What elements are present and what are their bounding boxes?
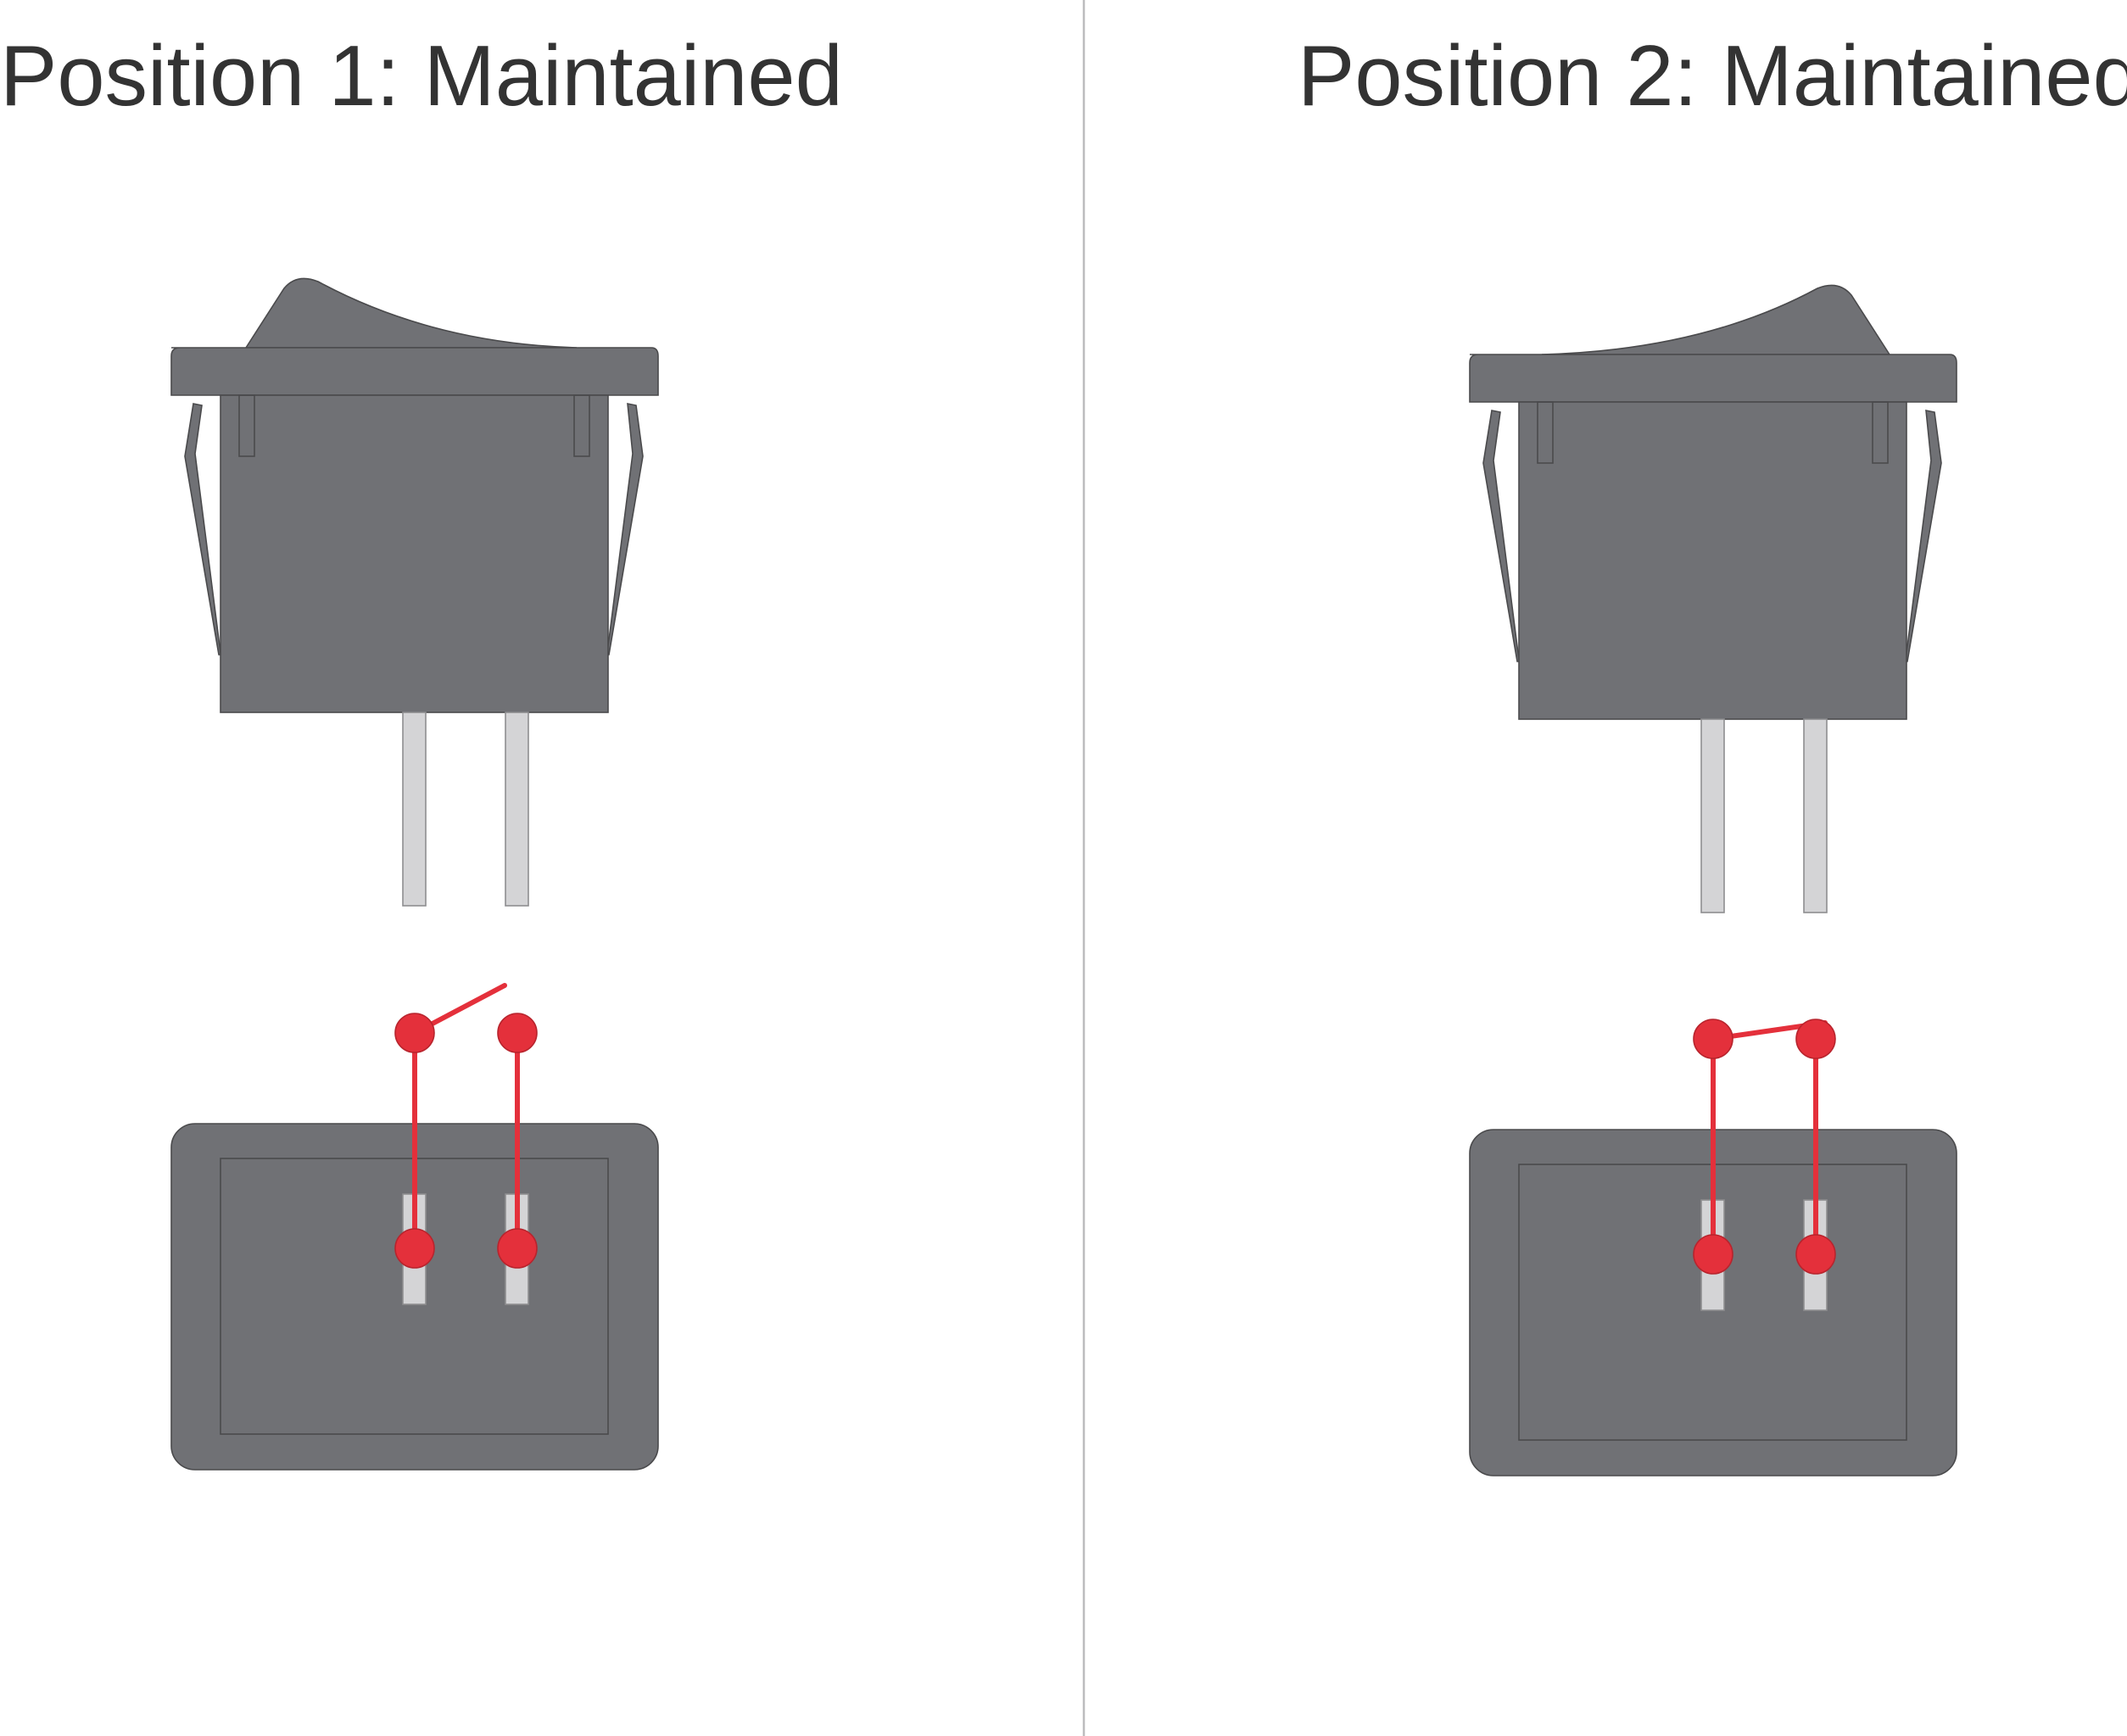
switch-side-view-1: [170, 277, 659, 907]
right-snap-clip: [604, 403, 644, 656]
rocker-actuator: [1541, 284, 1891, 355]
contact-node-bottom-2: [1795, 1234, 1836, 1275]
panel-1-title: Position 1: Maintained: [0, 29, 843, 124]
panel-2-title: Position 2: Maintained: [1298, 29, 2127, 124]
rocker-actuator: [244, 277, 578, 349]
panel-position-2: Position 2: Maintained: [1298, 29, 2127, 1476]
contact-node-bottom-2: [497, 1228, 538, 1269]
contact-node-top-2: [497, 1013, 538, 1053]
circuit-schematic-2: [1693, 1019, 1836, 1275]
circuit-schematic-1: [394, 983, 538, 1269]
bezel-flange: [1469, 354, 1957, 403]
contact-node-top-1: [1693, 1019, 1733, 1059]
switch-housing: [1518, 401, 1907, 720]
contact-node-bottom-1: [1693, 1234, 1733, 1275]
housing-notch-right: [573, 394, 590, 457]
housing-notch-right: [1872, 401, 1889, 464]
left-snap-clip: [1482, 410, 1522, 662]
switch-bottom-view-2: [1469, 1129, 1957, 1476]
terminal-pin-1: [1700, 718, 1725, 913]
right-snap-clip: [1902, 410, 1942, 662]
switch-side-view-2: [1469, 284, 1957, 913]
contact-node-top-1: [394, 1013, 435, 1053]
bezel-flange: [170, 347, 659, 396]
terminal-pin-1: [402, 712, 427, 907]
contact-node-bottom-1: [394, 1228, 435, 1269]
left-snap-clip: [184, 403, 224, 656]
terminal-pin-2: [505, 712, 529, 907]
housing-notch-left: [1537, 401, 1554, 464]
terminal-pin-2: [1803, 718, 1828, 913]
panel-position-1: Position 1: Maintained: [0, 29, 843, 1471]
contact-node-top-2: [1795, 1019, 1836, 1059]
switch-bottom-view-1: [170, 1123, 659, 1471]
switch-housing: [220, 394, 609, 713]
housing-notch-left: [238, 394, 255, 457]
